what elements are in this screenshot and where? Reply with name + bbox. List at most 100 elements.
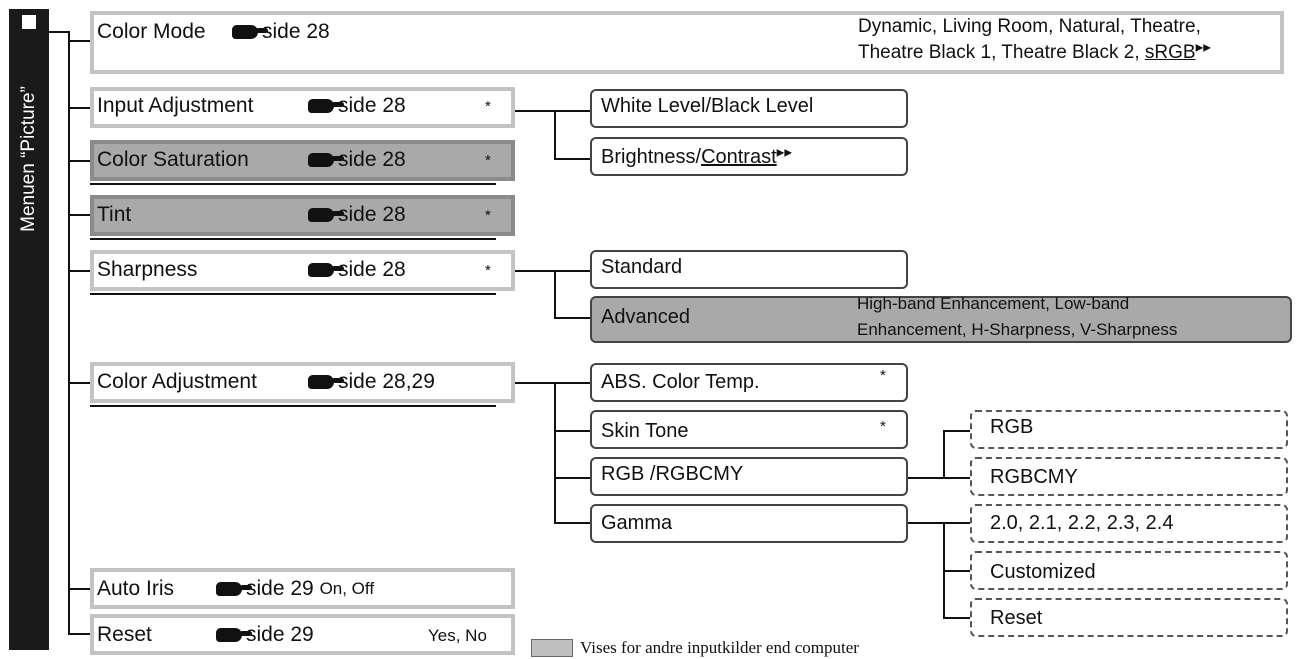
color-saturation-ref: side 28 xyxy=(308,148,406,172)
reset-ref-text: side 29 xyxy=(246,623,314,646)
legend-text: Vises for andre inputkilder end computer xyxy=(580,638,859,657)
submenu-white-black-level[interactable] xyxy=(590,89,908,128)
option-rgbcmy[interactable] xyxy=(970,457,1288,496)
reset-ref: side 29 xyxy=(216,623,314,647)
pointing-hand-icon xyxy=(308,99,344,113)
auto-iris-label: Auto Iris xyxy=(97,577,175,600)
color-mode-ref: side 28 xyxy=(232,20,330,44)
underline xyxy=(90,293,496,295)
legend-swatch xyxy=(531,639,573,657)
pointing-hand-icon xyxy=(308,153,344,167)
connector xyxy=(68,214,90,216)
asterisk-mark: * xyxy=(485,262,491,279)
connector xyxy=(68,107,90,109)
pointing-hand-icon xyxy=(308,208,344,222)
connector xyxy=(554,317,590,319)
connector xyxy=(515,382,555,384)
pointing-hand-icon xyxy=(216,628,252,642)
connector xyxy=(908,477,944,479)
connector xyxy=(554,477,590,479)
contrast-link[interactable]: Contrast xyxy=(701,146,777,168)
pointing-hand-icon xyxy=(216,582,252,596)
forward-icon: ▶▶ xyxy=(1195,42,1211,54)
connector xyxy=(68,633,90,635)
skin-tone-label: Skin Tone xyxy=(601,420,689,442)
standard-label: Standard xyxy=(601,256,683,278)
submenu-advanced[interactable] xyxy=(590,296,1292,343)
connector xyxy=(943,430,945,478)
submenu-standard[interactable] xyxy=(590,250,908,289)
color-mode-options-1: Dynamic, Living Room, Natural, Theatre, xyxy=(858,16,1201,37)
underline xyxy=(90,238,496,240)
reset-options: Yes, No xyxy=(428,626,487,645)
advanced-label: Advanced xyxy=(601,306,690,328)
rgb-rgbcmy-label: RGB /RGBCMY xyxy=(601,463,744,485)
submenu-brightness-contrast[interactable] xyxy=(590,137,908,176)
auto-iris-ref-text: side 29 xyxy=(246,577,314,600)
menu-item-auto-iris[interactable] xyxy=(90,568,515,609)
brightness-contrast-label: Brightness/Contrast▶▶ xyxy=(601,146,792,169)
submenu-rgb-rgbcmy[interactable] xyxy=(590,457,908,496)
color-mode-label: Color Mode xyxy=(97,20,206,43)
connector xyxy=(554,158,590,160)
color-mode-options-2-text: Theatre Black 1, Theatre Black 2, xyxy=(858,42,1145,63)
option-gamma-values[interactable] xyxy=(970,504,1288,543)
option-customized[interactable] xyxy=(970,551,1288,590)
gamma-values-label: 2.0, 2.1, 2.2, 2.3, 2.4 xyxy=(990,512,1174,534)
connector xyxy=(554,110,556,160)
connector xyxy=(554,522,590,524)
asterisk-mark: * xyxy=(485,152,491,169)
menu-item-color-saturation[interactable] xyxy=(90,140,515,181)
connector xyxy=(554,110,590,112)
menu-item-tint[interactable] xyxy=(90,195,515,236)
menu-item-reset[interactable] xyxy=(90,614,515,655)
sharpness-ref-text: side 28 xyxy=(338,258,406,281)
color-adjustment-ref: side 28,29 xyxy=(308,370,435,394)
submenu-gamma[interactable] xyxy=(590,504,908,543)
input-adjustment-ref: side 28 xyxy=(308,94,406,118)
submenu-skin-tone[interactable] xyxy=(590,410,908,449)
sharpness-label: Sharpness xyxy=(97,258,198,281)
connector xyxy=(68,588,90,590)
srgb-link[interactable]: sRGB xyxy=(1144,42,1196,63)
submenu-abs-color-temp[interactable] xyxy=(590,363,908,402)
connector xyxy=(554,382,556,524)
color-mode-ref-text: side 28 xyxy=(262,20,330,43)
brightness-prefix: Brightness/ xyxy=(601,146,702,168)
menu-item-sharpness[interactable] xyxy=(90,250,515,291)
pointing-hand-icon xyxy=(308,375,344,389)
connector xyxy=(554,270,556,318)
white-black-level-label: White Level/Black Level xyxy=(601,95,814,117)
abs-color-temp-label: ABS. Color Temp. xyxy=(601,371,760,393)
pointing-hand-icon xyxy=(308,263,344,277)
connector xyxy=(554,430,590,432)
rgbcmy-label: RGBCMY xyxy=(990,466,1078,488)
connector xyxy=(68,270,90,272)
color-saturation-label: Color Saturation xyxy=(97,148,249,171)
menu-item-color-mode[interactable] xyxy=(90,11,1284,74)
connector xyxy=(68,160,90,162)
forward-icon: ▶▶ xyxy=(776,147,793,159)
reset-option-label: Reset xyxy=(990,607,1043,629)
color-adjustment-ref-text: side 28,29 xyxy=(338,370,435,393)
rgb-label: RGB xyxy=(990,416,1034,438)
connector xyxy=(943,477,971,479)
tint-label: Tint xyxy=(97,203,132,226)
asterisk-mark: * xyxy=(880,418,886,435)
menu-item-color-adjustment[interactable] xyxy=(90,362,515,403)
menu-item-input-adjustment[interactable] xyxy=(90,87,515,128)
gamma-label: Gamma xyxy=(601,512,673,534)
connector xyxy=(49,31,69,33)
option-reset[interactable] xyxy=(970,598,1288,637)
connector xyxy=(515,110,555,112)
advanced-options-1: High-band Enhancement, Low-band xyxy=(857,294,1130,313)
asterisk-mark: * xyxy=(485,98,491,115)
option-rgb[interactable] xyxy=(970,410,1288,449)
input-adjustment-ref-text: side 28 xyxy=(338,94,406,117)
auto-iris-ref: side 29 On, Off xyxy=(216,577,374,601)
reset-label: Reset xyxy=(97,623,152,646)
menu-title: Menuen “Picture” xyxy=(18,86,39,232)
pointing-hand-icon xyxy=(232,25,268,39)
underline xyxy=(90,183,496,185)
menu-title-bar: Menuen “Picture” xyxy=(9,9,49,650)
